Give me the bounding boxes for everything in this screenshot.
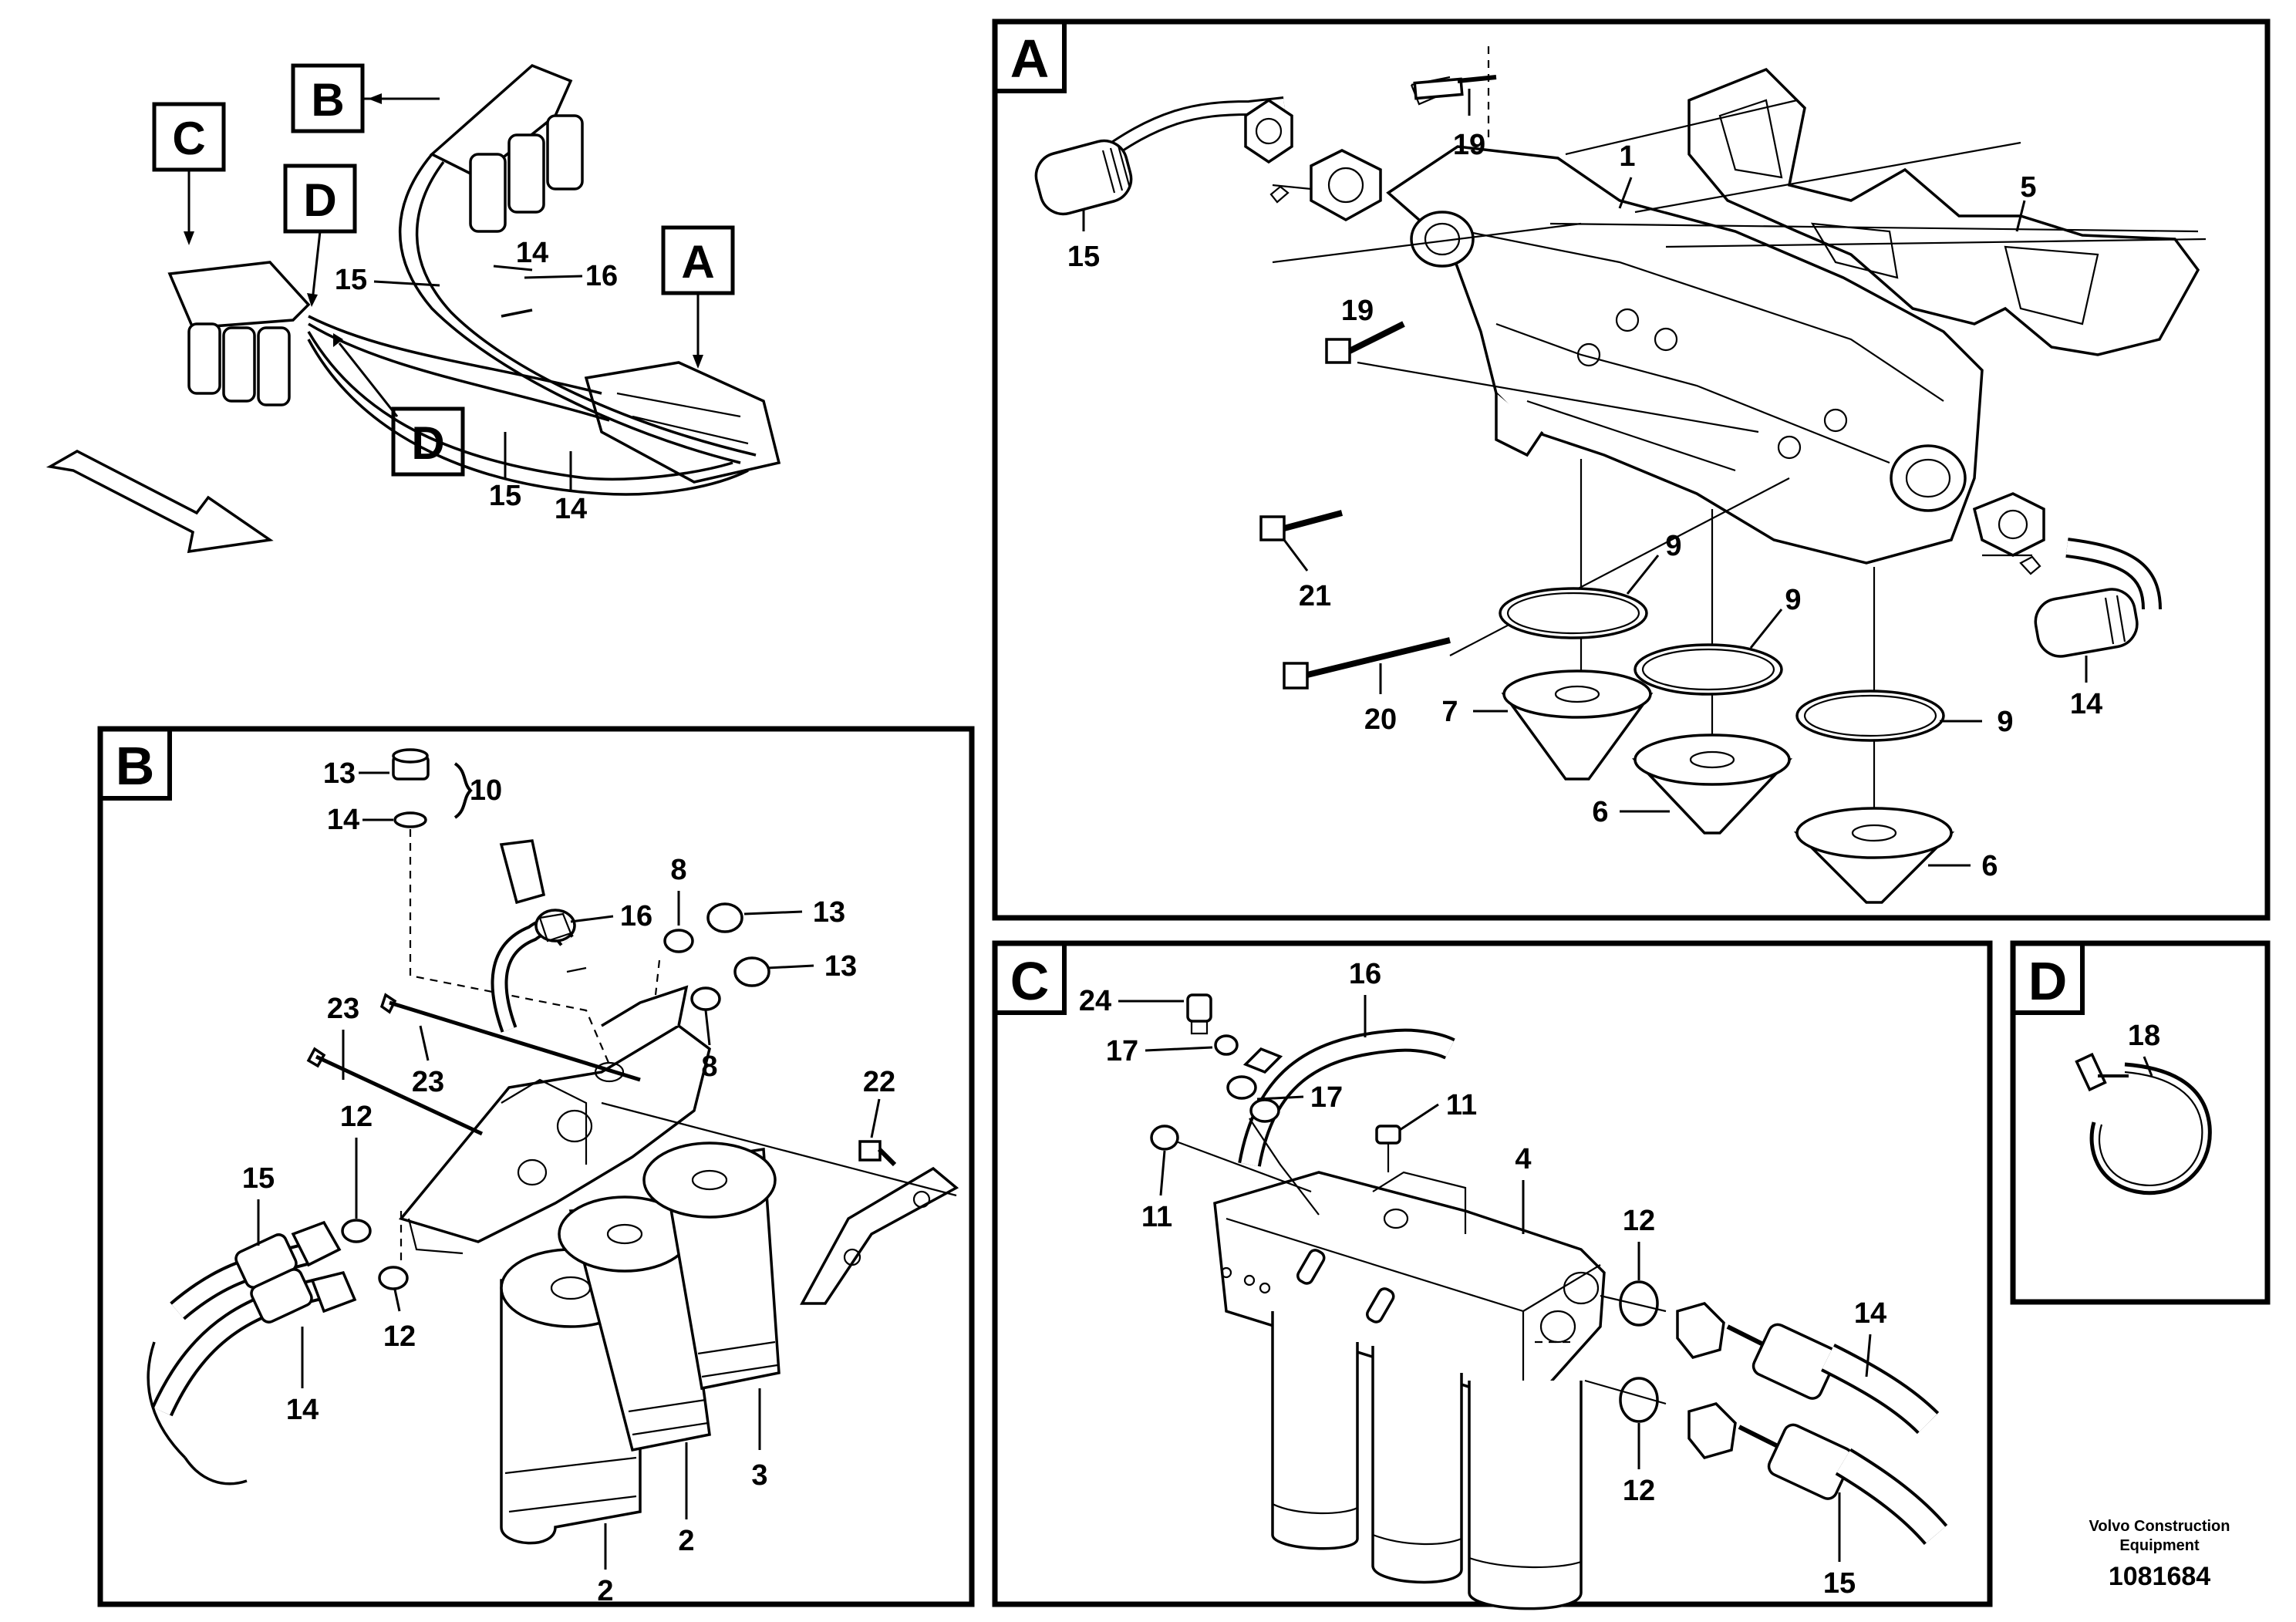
panel-d-letter: D xyxy=(2028,951,2068,1011)
panel-b-label-14-kit: 14 xyxy=(327,804,359,836)
filter-housing-4 xyxy=(1213,1171,1606,1405)
panel-a-label-5: 5 xyxy=(2020,171,2036,204)
panel-b-label-13-kit: 13 xyxy=(323,757,356,790)
o-ring-9-right xyxy=(1795,690,1945,742)
panel-a-label-19-mid: 19 xyxy=(1341,295,1374,327)
panel-c-label-11-right: 11 xyxy=(1446,1089,1477,1121)
panel-b-label-16: 16 xyxy=(620,900,652,932)
panel-b-label-15: 15 xyxy=(242,1162,275,1195)
overview-valve-block-a xyxy=(584,361,781,484)
panel-a-label-21: 21 xyxy=(1299,580,1331,612)
panel-c-label-15: 15 xyxy=(1823,1567,1856,1600)
svg-text:A: A xyxy=(681,236,714,288)
o-ring-9-middle xyxy=(1633,643,1783,696)
overview-callout-c: C xyxy=(152,102,226,245)
brand-line-2: Equipment xyxy=(2119,1537,2200,1554)
overview-callout-d-top: D xyxy=(283,164,357,307)
overview-label-15-bottom: 15 xyxy=(489,480,521,512)
brand-line-1: Volvo Construction xyxy=(2089,1518,2230,1535)
panel-a-label-1: 1 xyxy=(1619,140,1635,173)
panel-b-label-12-bottom: 12 xyxy=(383,1320,416,1353)
hose-clamp-18 xyxy=(2075,1052,2212,1195)
overview-label-14-top: 14 xyxy=(516,237,548,269)
overview-callout-b: B xyxy=(291,63,440,133)
panel-b-label-2-left: 2 xyxy=(597,1575,613,1607)
panel-b-label-23-left: 23 xyxy=(327,993,359,1025)
panel-c: C xyxy=(992,940,1993,1610)
panel-c-label-4: 4 xyxy=(1515,1143,1531,1175)
panel-c-label-12-top: 12 xyxy=(1623,1205,1655,1237)
svg-text:B: B xyxy=(311,74,344,126)
overview-filter-block-c xyxy=(167,261,311,406)
overview-label-16: 16 xyxy=(585,260,618,292)
panel-c-label-14: 14 xyxy=(1854,1297,1886,1330)
panel-b-label-23-right: 23 xyxy=(412,1066,444,1098)
panel-b-label-13-bottom: 13 xyxy=(824,950,857,983)
panel-c-letter: C xyxy=(1010,951,1050,1011)
panel-c-label-24: 24 xyxy=(1079,985,1111,1017)
drawing-number: 1081684 xyxy=(2109,1562,2210,1591)
panel-b-label-13-top: 13 xyxy=(813,896,845,929)
panel-a-label-9-right: 9 xyxy=(1997,706,2013,738)
panel-c-label-17-bottom: 17 xyxy=(1310,1081,1343,1114)
overview-direction-arrow xyxy=(46,450,274,554)
filter-head-b xyxy=(398,985,711,1255)
panel-a-label-15: 15 xyxy=(1067,241,1100,273)
overview-hoses xyxy=(307,153,757,496)
panel-b-label-12-top: 12 xyxy=(340,1101,373,1133)
panel-b: B xyxy=(97,726,975,1607)
panel-a-label-9-middle: 9 xyxy=(1785,584,1801,616)
overview-callout-d-bottom: D xyxy=(333,333,465,477)
panel-a-label-6-middle: 6 xyxy=(1592,796,1608,828)
panel-b-label-22: 22 xyxy=(863,1066,895,1098)
hoses-c xyxy=(1676,1302,1948,1546)
cone-6-right xyxy=(1793,807,1955,904)
panel-c-label-11-left: 11 xyxy=(1141,1201,1172,1233)
panel-d-label-18: 18 xyxy=(2128,1020,2160,1052)
panel-a-label-7: 7 xyxy=(1441,696,1458,728)
cone-7 xyxy=(1501,669,1654,781)
panel-a-label-20: 20 xyxy=(1364,703,1397,736)
panel-c-label-12-bottom: 12 xyxy=(1623,1475,1655,1507)
o-ring-9-left xyxy=(1499,587,1648,639)
panel-c-label-17-top: 17 xyxy=(1106,1035,1138,1067)
footer: Volvo Construction Equipment 1081684 xyxy=(2089,1518,2230,1591)
filter-element-2-middle xyxy=(558,1195,711,1452)
panel-a-label-14: 14 xyxy=(2070,688,2102,720)
panel-b-label-2-middle: 2 xyxy=(678,1525,694,1557)
panel-b-label-14: 14 xyxy=(286,1394,319,1426)
overview-callout-a: A xyxy=(661,225,735,369)
panel-c-label-16: 16 xyxy=(1349,958,1381,990)
panel-a-letter: A xyxy=(1010,29,1050,89)
cone-6-middle xyxy=(1631,733,1793,835)
panel-b-label-8-bottom: 8 xyxy=(701,1050,717,1083)
panel-a-label-6-right: 6 xyxy=(1981,850,1998,882)
overview-label-15-top: 15 xyxy=(335,264,367,296)
overview-label-14-bottom: 14 xyxy=(555,493,587,525)
overview-illustration: C B D D A xyxy=(46,63,781,554)
panel-d: D 18 xyxy=(2010,940,2271,1305)
panel-b-label-10: 10 xyxy=(470,774,502,807)
panel-b-label-3: 3 xyxy=(751,1459,767,1492)
panel-a: A xyxy=(992,19,2271,921)
panel-a-label-19-top: 19 xyxy=(1453,129,1485,161)
svg-text:D: D xyxy=(303,174,336,226)
panel-b-letter: B xyxy=(116,736,155,796)
panel-a-label-9-left: 9 xyxy=(1665,530,1681,562)
svg-text:C: C xyxy=(172,113,205,164)
overview-filter-block-b xyxy=(429,63,584,233)
filter-bowls-c xyxy=(1271,1311,1583,1610)
filter-element-3 xyxy=(642,1141,781,1391)
panel-b-label-8-top: 8 xyxy=(670,854,686,886)
